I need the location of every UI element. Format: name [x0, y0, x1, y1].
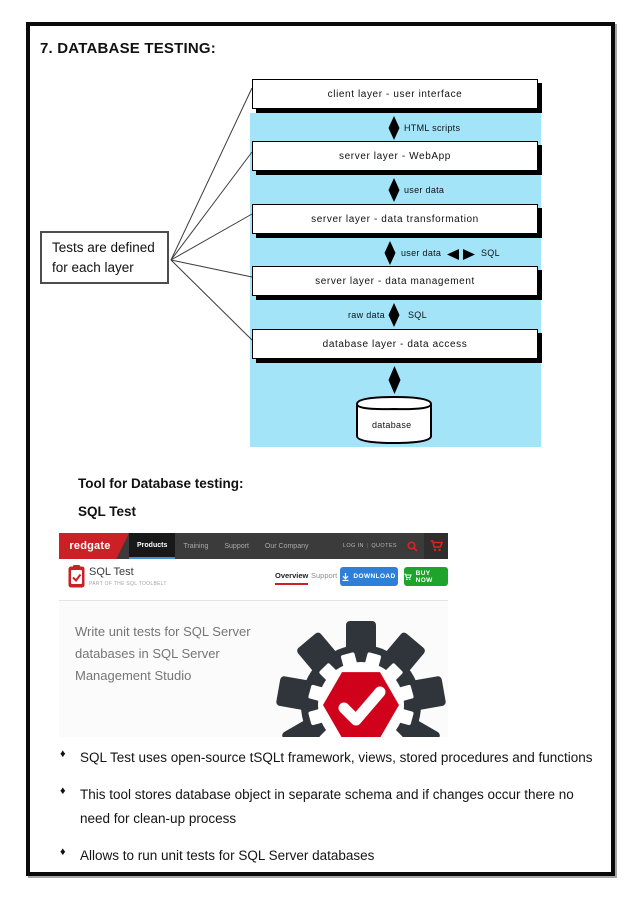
layer-label: client layer - user interface [327, 88, 463, 100]
nav-item-products[interactable]: Products [129, 533, 176, 559]
nav-item-training[interactable]: Training [183, 542, 209, 550]
site-navbar: redgate Products Training Support Our Co… [59, 533, 448, 559]
buy-now-label: BUY NOW [415, 569, 433, 584]
cart-icon [430, 540, 443, 552]
product-subtitle: PART OF THE SQL TOOLBELT [89, 581, 167, 587]
section-heading: 7. DATABASE TESTING: [40, 40, 216, 57]
double-arrow-icon [384, 241, 396, 265]
product-title: SQL Test [89, 566, 134, 578]
side-note-box: Tests are defined for each layer [40, 231, 169, 284]
database-cylinder [355, 395, 433, 445]
redgate-logo[interactable]: redgate [59, 533, 129, 559]
horizontal-double-arrow-icon [447, 249, 475, 260]
database-label: database [372, 420, 412, 430]
download-button[interactable]: DOWNLOAD [340, 567, 398, 586]
layer-label: database layer - data access [322, 338, 468, 350]
layer-box-client: client layer - user interface [252, 79, 538, 109]
quotes-link[interactable]: QUOTES [371, 543, 397, 549]
gear-checkmark-graphic [276, 621, 446, 737]
layer-box-webapp: server layer - WebApp [252, 141, 538, 171]
connector-label: user data [404, 185, 445, 195]
connector-label: user data [401, 248, 442, 258]
nav-separator: | [366, 543, 369, 549]
tab-overview[interactable]: Overview [275, 571, 309, 585]
note-fan-lines [170, 87, 253, 341]
nav-item-support[interactable]: Support [224, 542, 249, 550]
layer-label: server layer - data transformation [311, 213, 479, 225]
list-item: ♦ This tool stores database object in se… [60, 783, 600, 831]
bullet-text: This tool stores database object in sepa… [80, 787, 574, 826]
bullet-text: SQL Test uses open-source tSQLt framewor… [80, 750, 593, 765]
list-item: ♦ SQL Test uses open-source tSQLt framew… [60, 746, 600, 770]
diamond-bullet-icon: ♦ [60, 785, 66, 797]
cart-icon [404, 573, 412, 580]
page-border [26, 22, 615, 876]
layer-box-transformation: server layer - data transformation [252, 204, 538, 234]
double-arrow-icon [388, 303, 400, 327]
download-icon [342, 572, 349, 581]
layer-label: server layer - WebApp [339, 150, 451, 162]
layer-box-data-access: database layer - data access [252, 329, 538, 359]
download-label: DOWNLOAD [353, 573, 396, 580]
website-screenshot: redgate Products Training Support Our Co… [59, 533, 448, 737]
cart-button[interactable] [424, 533, 448, 559]
sql-test-product-icon [68, 565, 85, 588]
diamond-bullet-icon: ♦ [60, 748, 66, 760]
tab-support[interactable]: Support [311, 571, 338, 580]
website-body: Write unit tests for SQL Server database… [59, 601, 448, 737]
list-item: ♦ Allows to run unit tests for SQL Serve… [60, 844, 600, 868]
nav-item-our-company[interactable]: Our Company [264, 542, 309, 550]
search-button[interactable] [400, 533, 424, 559]
bullet-text: Allows to run unit tests for SQL Server … [80, 848, 375, 863]
connector-label: raw data [348, 310, 385, 320]
product-tagline: Write unit tests for SQL Server database… [75, 624, 251, 683]
layer-label: server layer - data management [315, 275, 475, 287]
layer-box-management: server layer - data management [252, 266, 538, 296]
tool-section-heading: Tool for Database testing: [78, 476, 244, 491]
diamond-bullet-icon: ♦ [60, 846, 66, 858]
search-icon [406, 540, 418, 552]
connector-label: HTML scripts [404, 123, 461, 133]
side-note-text: Tests are defined for each layer [52, 240, 155, 276]
double-arrow-icon [388, 178, 400, 202]
buy-now-button[interactable]: BUY NOW [404, 567, 448, 586]
login-link[interactable]: LOG IN [342, 543, 364, 549]
bullet-list: ♦ SQL Test uses open-source tSQLt framew… [60, 746, 600, 868]
double-arrow-icon [388, 116, 400, 140]
product-header-bar: SQL Test PART OF THE SQL TOOLBELT Overvi… [59, 559, 448, 601]
navbar-right: LOG IN | QUOTES [340, 533, 448, 559]
tool-name: SQL Test [78, 504, 137, 519]
double-arrow-icon [388, 366, 401, 394]
connector-label: SQL [481, 248, 500, 258]
connector-label: SQL [408, 310, 427, 320]
